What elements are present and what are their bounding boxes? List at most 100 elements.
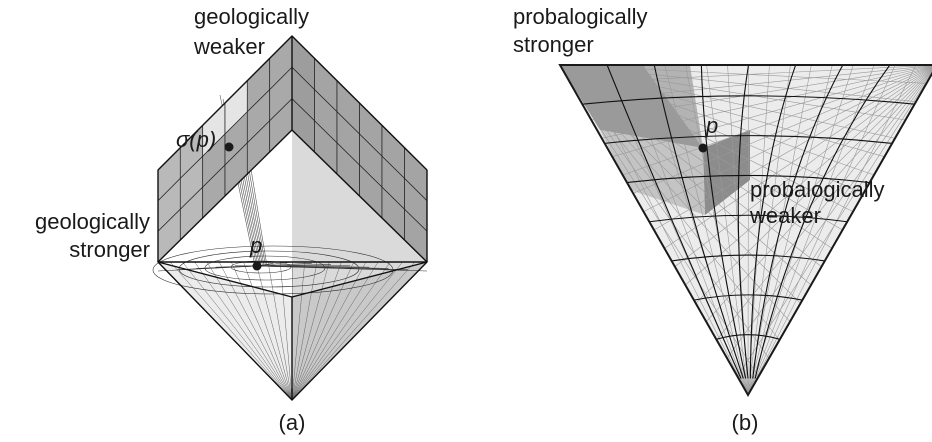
lower-fan-line	[291, 261, 367, 401]
p-label-b: p	[705, 113, 718, 138]
lower-fan-line	[255, 261, 293, 401]
lower-fan-line	[170, 261, 293, 401]
p-point-a	[252, 261, 262, 271]
octahedron-edge	[157, 261, 293, 401]
octahedron-edge	[157, 35, 293, 171]
corner-fan-line	[559, 64, 770, 359]
p-point-b	[698, 143, 708, 153]
lower-fan-line	[291, 261, 305, 401]
corner-fan-line	[580, 64, 749, 396]
sigma-p-point	[224, 142, 234, 152]
corner-fan-line	[559, 64, 896, 139]
caption-a: (a)	[279, 410, 306, 435]
b-top-label-line2: stronger	[513, 32, 594, 57]
grid-curve-horizontal	[626, 174, 870, 184]
corner-fan-line	[726, 71, 932, 359]
grid-curve-vertical	[700, 64, 747, 379]
grid-curve-vertical	[749, 64, 797, 379]
a-top-label-line1: geologically	[194, 4, 309, 29]
corner-fan-line	[612, 66, 932, 157]
corner-fan-line	[747, 64, 833, 396]
corner-fan-line	[559, 64, 864, 194]
corner-fan-line	[559, 64, 906, 121]
lower-fan-line	[291, 261, 379, 401]
corner-fan-line	[664, 68, 932, 249]
corner-fan-line	[705, 70, 932, 322]
lower-fan-line	[218, 261, 293, 401]
lower-fan-line	[243, 261, 293, 401]
grid-curve-horizontal	[582, 95, 915, 105]
lower-fan-line	[291, 261, 403, 401]
grid-curve-vertical	[606, 64, 742, 379]
lower-fan-line	[206, 261, 293, 401]
a-left-label-line1: geologically	[35, 209, 150, 234]
lower-fan-line	[291, 261, 391, 401]
dark-region-right	[703, 130, 750, 215]
corner-fan-line	[559, 64, 875, 176]
p-label-a: p	[249, 233, 262, 258]
corner-fan-line	[622, 66, 932, 176]
corner-fan-line	[664, 64, 749, 396]
corner-fan-line	[559, 64, 812, 286]
grid-curve-vertical	[737, 64, 750, 379]
grid-curve-horizontal	[716, 334, 781, 340]
octahedron-edge	[157, 261, 293, 298]
corner-fan-line	[747, 64, 791, 396]
equator-web-ring	[204, 255, 326, 281]
grid-curve-horizontal	[649, 214, 848, 223]
equator-web-line	[256, 265, 428, 272]
corner-fan-line	[632, 66, 932, 194]
dark-region-mid	[643, 65, 703, 148]
corner-fan-line	[559, 64, 917, 102]
corner-fan-line	[695, 69, 932, 304]
b-right-label-line1: probalogically	[750, 177, 885, 202]
corner-fan-line	[591, 65, 932, 121]
corner-fan-line	[706, 64, 749, 396]
grid-curve-vertical	[752, 64, 844, 379]
equator-web-ring	[230, 260, 292, 274]
grid-curve-horizontal	[671, 254, 825, 262]
lower-fan-line	[267, 261, 293, 401]
corner-fan-line	[747, 64, 917, 396]
triangle-cells	[560, 65, 932, 395]
a-left-label-line2: stronger	[69, 237, 150, 262]
corner-fan-line	[622, 64, 749, 396]
octahedron-edge	[291, 261, 428, 401]
lower-fan-line	[291, 261, 354, 401]
octahedron-edge	[291, 129, 428, 263]
octahedron-edge	[157, 129, 293, 263]
corner-fan-line	[559, 64, 822, 267]
corner-fan-line	[559, 64, 780, 341]
grid-curve-vertical	[754, 64, 891, 379]
grid-curve-horizontal	[693, 294, 803, 301]
corner-fan-line	[685, 68, 932, 286]
grid-curve-horizontal	[604, 135, 893, 144]
octahedron-edges	[157, 35, 428, 401]
lower-fan-line	[291, 261, 330, 401]
octahedron-edge	[291, 35, 428, 171]
caption-b: (b)	[732, 410, 759, 435]
equator-web-ring	[152, 245, 394, 295]
panel-b-triangle	[558, 64, 932, 398]
corner-fan-line	[559, 64, 791, 322]
lower-fan-line	[280, 261, 293, 401]
b-right-label-line2: weaker	[749, 203, 821, 228]
octahedron-edge	[291, 261, 428, 298]
equator-web-ring	[178, 250, 360, 288]
lower-fan-line	[231, 261, 293, 401]
corner-fan-line	[570, 64, 932, 84]
lower-fan-line	[182, 261, 293, 401]
triangle-grid-lines	[582, 64, 915, 379]
corner-fan-line	[559, 64, 833, 249]
corner-fan-line	[559, 64, 927, 84]
triangle-outline	[558, 64, 932, 398]
corner-fan-line	[747, 64, 875, 396]
corner-fan-line	[559, 64, 885, 157]
sigma-p-label: σ(p)	[176, 127, 216, 152]
a-top-label-line2: weaker	[193, 34, 265, 59]
lower-fan-line	[194, 261, 293, 401]
grid-curve-vertical	[653, 64, 744, 379]
corner-fan-line	[643, 67, 932, 212]
corner-fan-line	[580, 65, 932, 102]
